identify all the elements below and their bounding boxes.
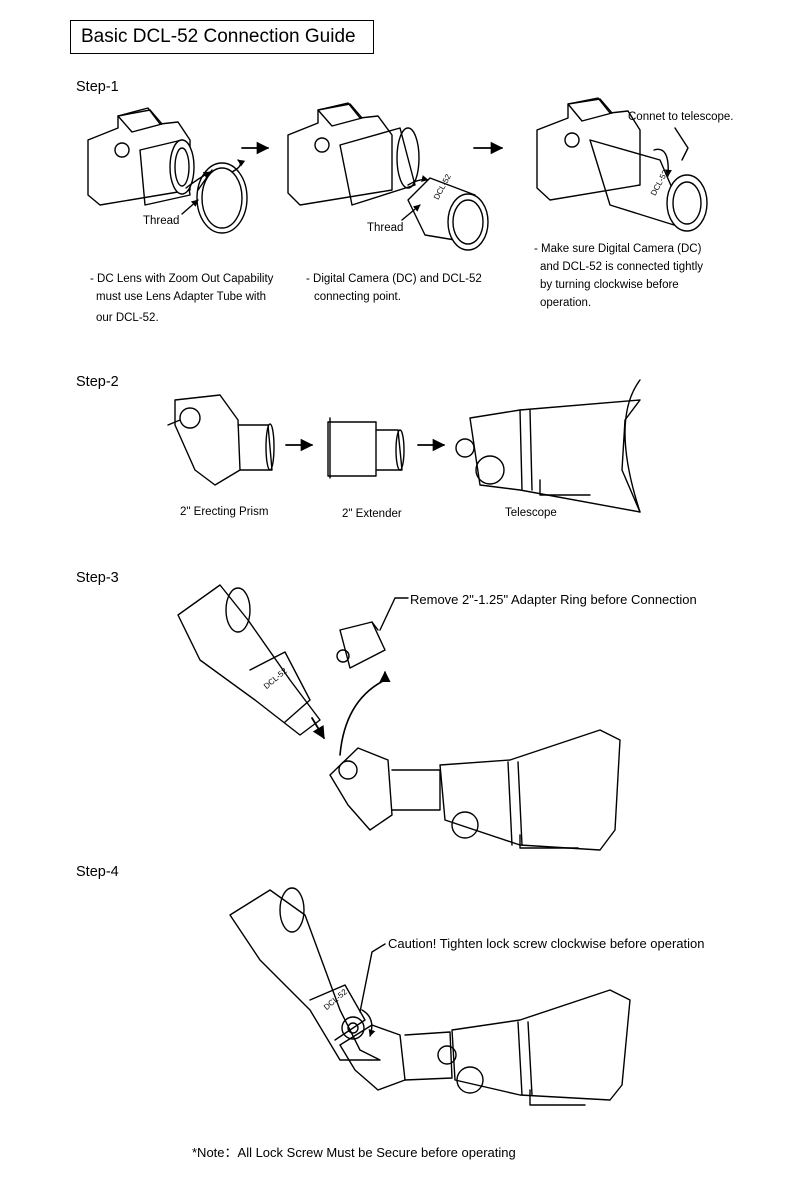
- telescope-step3-icon: [330, 730, 620, 850]
- camera-2-icon: [288, 103, 419, 205]
- arrow-step3-down: [312, 718, 324, 740]
- camera-dcl52-step3-icon: [178, 585, 320, 735]
- extender-label: 2" Extender: [342, 508, 402, 520]
- thread-label-a: Thread: [143, 215, 180, 227]
- footer-note: *Note：All Lock Screw Must be Secure befo…: [192, 1145, 516, 1160]
- thread-pointer-b: [402, 205, 420, 220]
- step4-callout-leader: [360, 944, 385, 1012]
- camera-3-icon: [537, 98, 707, 231]
- step2-heading: Step-2: [76, 374, 119, 390]
- caption-2-line-2: connecting point.: [314, 291, 401, 303]
- telescope-callout: Connet to telescope.: [628, 111, 734, 123]
- caption-1-line-3: our DCL-52.: [96, 312, 159, 324]
- telescope-label: Telescope: [505, 507, 557, 519]
- caption-3-line-4: operation.: [540, 297, 592, 309]
- adapter-ring-1-icon: [186, 160, 247, 233]
- page-title: Basic DCL-52 Connection Guide: [70, 20, 374, 54]
- erecting-prism-icon: [168, 395, 274, 485]
- step1-heading: Step-1: [76, 79, 119, 95]
- step4-heading: Step-4: [76, 864, 119, 880]
- arrow-step3-remove: [340, 670, 391, 755]
- caption-3: - Make sure Digital Camera (DC) and DCL-…: [534, 240, 703, 312]
- thread-label-b: Thread: [367, 222, 404, 234]
- caption-1-line-2: must use Lens Adapter Tube with: [96, 291, 267, 303]
- extender-icon: [328, 418, 404, 478]
- telescope-step4-icon: [340, 990, 630, 1105]
- step4-callout: Caution! Tighten lock screw clockwise be…: [388, 936, 705, 951]
- camera-1-icon: [88, 108, 194, 205]
- caption-3-line-2: and DCL-52 is connected tightly: [540, 261, 704, 273]
- step3-callout: Remove 2"-1.25" Adapter Ring before Conn…: [410, 592, 697, 607]
- caption-3-line-1: - Make sure Digital Camera (DC): [534, 243, 702, 255]
- dcl52-1-icon: [408, 175, 488, 250]
- camera-dcl52-step4-icon: [230, 888, 380, 1060]
- caption-1: - DC Lens with Zoom Out Capability must …: [90, 270, 273, 327]
- prism-label: 2" Erecting Prism: [180, 506, 269, 518]
- caption-2-line-1: - Digital Camera (DC) and DCL-52: [306, 273, 482, 285]
- adapter-ring-removed-icon: [337, 622, 385, 668]
- caption-2: - Digital Camera (DC) and DCL-52 connect…: [306, 270, 482, 306]
- caption-3-line-3: by turning clockwise before: [540, 279, 679, 291]
- step3-callout-leader: [380, 598, 408, 630]
- telescope-callout-leader: [675, 128, 688, 160]
- lock-screw-icon: [342, 1010, 376, 1039]
- thread-pointer-a: [182, 200, 198, 214]
- caption-1-line-1: - DC Lens with Zoom Out Capability: [90, 273, 274, 285]
- telescope-step2-icon: [456, 380, 640, 512]
- step3-heading: Step-3: [76, 570, 119, 586]
